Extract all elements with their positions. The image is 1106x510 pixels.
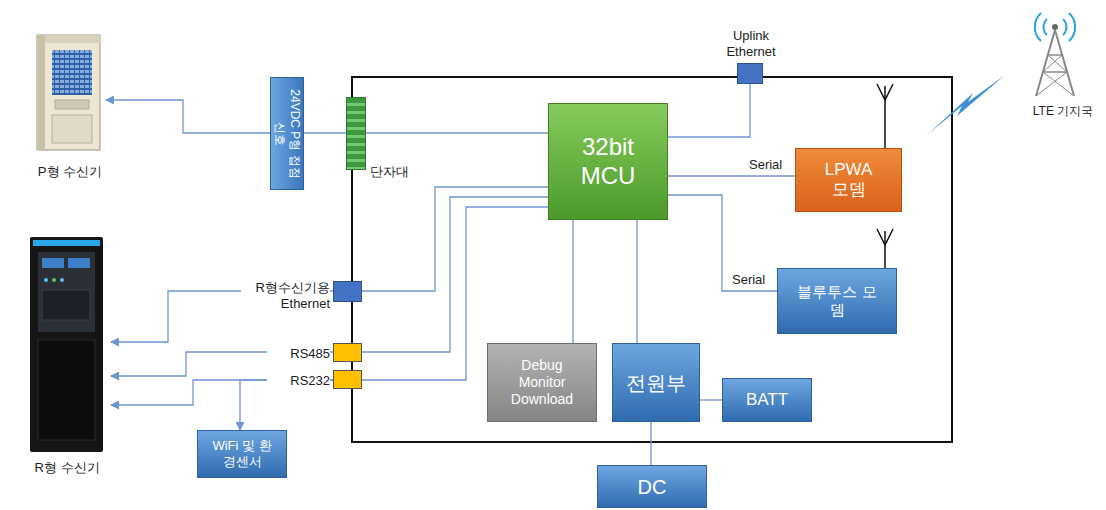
battery-box: BATT [722,378,812,422]
power-box: 전원부 [612,343,700,422]
connector [362,187,548,291]
p-receiver-illustration [37,35,100,150]
node-label: P형 수신기 [25,164,115,180]
connector [668,84,750,137]
panel-buttons [55,100,89,109]
serial-port: RS485 [333,343,362,362]
connector [668,175,795,176]
panel-door [52,115,92,143]
box-label: BATT [746,390,788,410]
cabinet-display [42,258,64,268]
node-label: LTE 기지국 [1024,104,1102,119]
sensor-box: WiFi 및 환경센서 [197,430,287,478]
ethernet-port: Uplink Ethernet [737,63,763,84]
bluetooth-antenna [877,229,893,268]
board-outline [352,77,952,442]
box-label: 전원부 [626,371,686,395]
antenna-stem [884,231,886,268]
antenna-head [877,229,893,245]
box-label: DC [638,475,667,499]
box-label: Debug Monitor Download [499,357,585,407]
signal-box: 24VDC P형 접점신호 [270,77,304,190]
cabinet-led [52,278,56,282]
tower-brace [1043,55,1062,72]
connector [668,195,777,291]
signal-wave [1069,13,1075,41]
dc-box: DC [597,465,707,508]
modem-box: LPWA 모뎀 [795,148,902,212]
box-label: LPWA 모뎀 [817,160,881,201]
cabinet-led [44,278,48,282]
tower-brace [1036,72,1067,96]
connector [700,399,722,400]
box-label: 32bit MCU [568,133,648,191]
cabinet-led [60,278,64,282]
wireless-bolt [927,75,1005,135]
panel-display-grid [52,50,92,95]
tower-bar [1043,71,1067,73]
box-label: WiFi 및 환경센서 [206,438,278,469]
node-label: 단자대 [370,164,420,180]
connector [366,132,548,133]
tower-bar [1048,54,1062,56]
node-label: R형수신기용 Ethernet [241,280,330,313]
tower-brace [1043,72,1074,96]
panel-body [37,35,100,150]
p-receiver: P형 수신기 [37,35,100,150]
tower-top [1052,24,1058,30]
modem-box: 블루투스 모뎀 [777,268,897,334]
edge-label: Serial [748,157,783,173]
connector [572,220,573,343]
connector [304,132,346,133]
panel-top [45,35,100,43]
cabinet-body [30,237,103,452]
cabinet-lower [38,340,95,440]
mcu-box: 32bit MCU [548,103,668,220]
edge-label: Serial [731,272,766,288]
connector [636,220,637,343]
tower-brace [1048,55,1067,72]
panel-side [37,35,45,150]
r-receiver-illustration [30,237,103,452]
lpwa-antenna [877,84,893,148]
antenna-head [877,84,893,100]
ethernet-port: R형수신기용 Ethernet [333,281,362,302]
r-receiver: R형 수신기 [30,237,103,452]
antenna-stem [884,86,886,148]
cabinet-light [33,240,100,246]
signal-wave [1044,19,1047,35]
box-label: 블루투스 모뎀 [795,283,879,319]
connector [362,197,548,352]
debug-box: Debug Monitor Download [487,343,597,422]
lte-tower: LTE 기지국 [1025,8,1085,98]
node-label: R형 수신기 [22,460,112,476]
serial-port: RS232 [333,370,362,389]
node-label: Uplink Ethernet [713,28,789,61]
cabinet-display [68,258,90,268]
terminal-block: 단자대 [346,97,366,170]
signal-wave [1035,13,1041,41]
lte-tower-illustration [1035,13,1075,96]
rotated-label: 24VDC P형 접점신호 [272,84,302,184]
connector [650,422,651,465]
signal-wave [1063,19,1066,35]
cabinet-keys [42,290,90,320]
cabinet-panel [38,252,95,332]
node-label: RS232 [267,373,330,389]
node-label: RS485 [267,346,330,362]
connector [106,100,270,133]
